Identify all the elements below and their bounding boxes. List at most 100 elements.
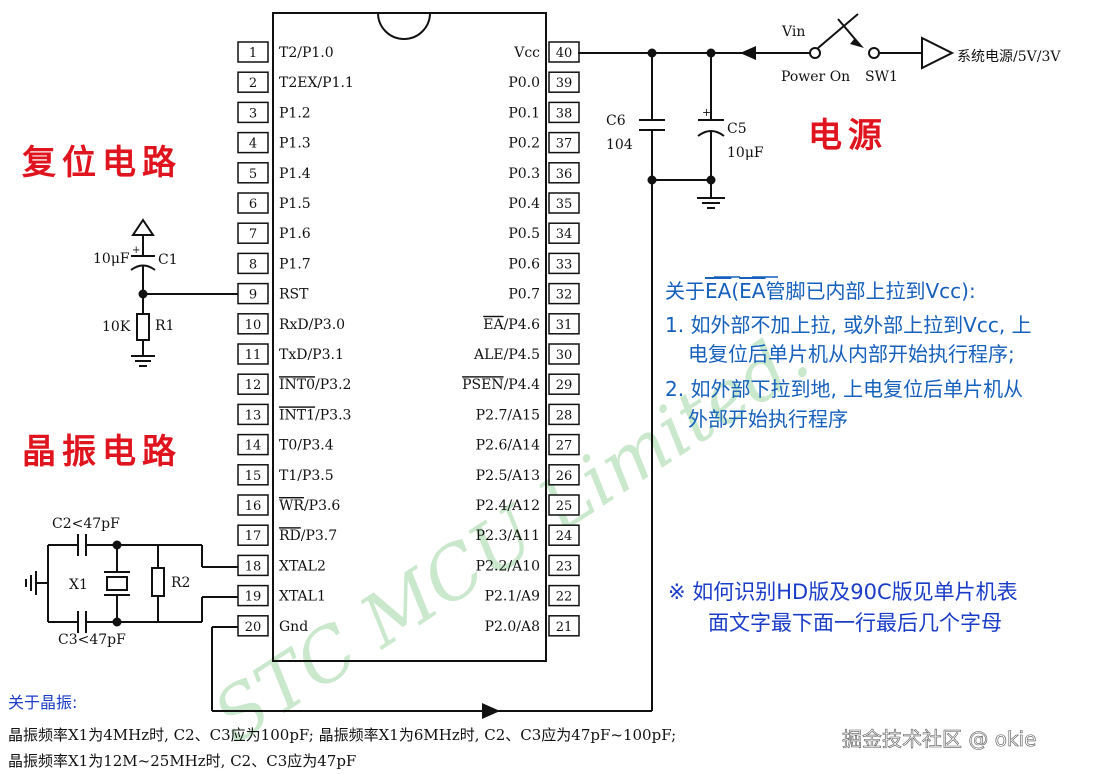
pin-number: 10 bbox=[245, 318, 262, 333]
pin-box bbox=[548, 464, 580, 486]
power-section-title: 电源 bbox=[808, 116, 888, 156]
crystal-section-title: 晶振电路 bbox=[22, 432, 182, 472]
vcc-arrow-icon bbox=[131, 218, 155, 236]
pin-box bbox=[237, 252, 269, 275]
pin-label: P2.6/A14 bbox=[476, 438, 540, 454]
ground-arrow-icon bbox=[482, 703, 500, 719]
pin-label: P0.5 bbox=[508, 226, 540, 242]
pin-26: 26 P2.5/A13 bbox=[476, 464, 580, 486]
pin-box bbox=[237, 373, 269, 395]
pin-box bbox=[548, 343, 580, 365]
power-switch-icon[interactable] bbox=[817, 13, 859, 49]
pin-label: P1.6 bbox=[279, 226, 311, 242]
pin-number: 32 bbox=[556, 288, 573, 303]
pin-number: 8 bbox=[249, 257, 257, 272]
pin-box bbox=[548, 554, 580, 577]
pin-box bbox=[548, 192, 580, 214]
pin-label: RxD/P3.0 bbox=[279, 317, 345, 333]
pin-number: 19 bbox=[245, 590, 262, 605]
c1-value: 10μF bbox=[93, 251, 130, 267]
sw1-label: SW1 bbox=[865, 69, 898, 85]
pin-box bbox=[237, 41, 269, 63]
pin-label: P1.4 bbox=[279, 166, 311, 182]
pin-box bbox=[237, 222, 269, 244]
pin-number: 6 bbox=[249, 197, 257, 212]
pin-box bbox=[548, 615, 580, 637]
pin-box bbox=[548, 433, 580, 456]
ea-note-line2a: 2. 如外部下拉到地, 上电复位后单片机从 bbox=[665, 377, 1023, 401]
pin-number: 24 bbox=[556, 529, 573, 544]
pin-number: 27 bbox=[556, 439, 573, 454]
pin-box bbox=[237, 162, 269, 184]
pin-number: 29 bbox=[556, 378, 573, 393]
pin-box bbox=[548, 282, 580, 305]
c6-value: 104 bbox=[606, 137, 633, 153]
pin-number: 3 bbox=[249, 106, 257, 121]
pin-number: 39 bbox=[556, 76, 573, 91]
pin-box bbox=[548, 373, 580, 395]
pin-number: 1 bbox=[249, 46, 257, 61]
pin-number: 28 bbox=[556, 408, 573, 423]
pin-number: 22 bbox=[556, 590, 573, 605]
pin-label: Gnd bbox=[279, 619, 308, 635]
pin-box bbox=[237, 101, 269, 124]
pin-label: P1.3 bbox=[279, 136, 311, 152]
pin-box bbox=[548, 222, 580, 244]
pin-label: T2/P1.0 bbox=[279, 45, 334, 61]
pin-number: 26 bbox=[556, 469, 573, 484]
crystal-circuit: C2<47pF C3<47pF X1 R2 bbox=[25, 516, 238, 648]
pin-box bbox=[548, 313, 580, 335]
r1-label: R1 bbox=[155, 318, 174, 334]
pin-label: P0.0 bbox=[508, 75, 540, 91]
pin-box bbox=[548, 101, 580, 124]
chip-notch bbox=[377, 12, 431, 40]
pin-label: P2.4/A12 bbox=[476, 498, 540, 514]
pin-label: P2.5/A13 bbox=[476, 468, 540, 484]
c6-label: C6 bbox=[606, 113, 626, 129]
pin-number: 16 bbox=[245, 499, 262, 514]
pin-3: 3 P1.2 bbox=[237, 101, 311, 124]
hd-note-line2: 面文字最下面一行最后几个字母 bbox=[708, 611, 1002, 635]
pin-39: 39 P0.0 bbox=[508, 71, 580, 93]
c3-label: C3<47pF bbox=[58, 632, 126, 648]
c5-value: 10μF bbox=[727, 145, 764, 161]
pin-10: 10 RxD/P3.0 bbox=[237, 313, 345, 335]
pin-box bbox=[548, 403, 580, 426]
pin-number: 13 bbox=[245, 408, 262, 423]
pin-label: PSEN/P4.4 bbox=[462, 377, 540, 393]
ea-note-line1a: 1. 如外部不加上拉, 或外部上拉到Vcc, 上 bbox=[665, 313, 1032, 337]
pin-box bbox=[548, 71, 580, 93]
crystal-note-line2: 晶振频率X1为12M~25MHz时, C2、C3应为47pF bbox=[8, 752, 356, 770]
c2-label: C2<47pF bbox=[52, 516, 120, 532]
pin-label: P1.2 bbox=[279, 105, 311, 121]
pin-label: WR/P3.6 bbox=[279, 498, 340, 514]
pin-box bbox=[237, 554, 269, 577]
ea-note: 关于EA(EA管脚已内部上拉到Vcc): 1. 如外部不加上拉, 或外部上拉到V… bbox=[665, 276, 1032, 431]
power-arrow-icon bbox=[740, 46, 756, 60]
pin-box bbox=[237, 584, 269, 607]
pin-number: 31 bbox=[556, 318, 573, 333]
pin-number: 20 bbox=[245, 620, 262, 635]
pin-box bbox=[237, 403, 269, 426]
ea-note-title: 关于EA(EA管脚已内部上拉到Vcc): bbox=[665, 279, 976, 303]
crystal-x1-icon bbox=[106, 576, 128, 591]
pin-box bbox=[548, 584, 580, 607]
pin-label: P0.6 bbox=[508, 256, 540, 272]
right-pin-group: 40Vcc39P0.038P0.137P0.236P0.335P0.434P0.… bbox=[462, 41, 580, 637]
pin-number: 30 bbox=[556, 348, 573, 363]
pin-label: RD/P3.7 bbox=[279, 528, 337, 544]
pin-label: XTAL1 bbox=[279, 589, 326, 605]
